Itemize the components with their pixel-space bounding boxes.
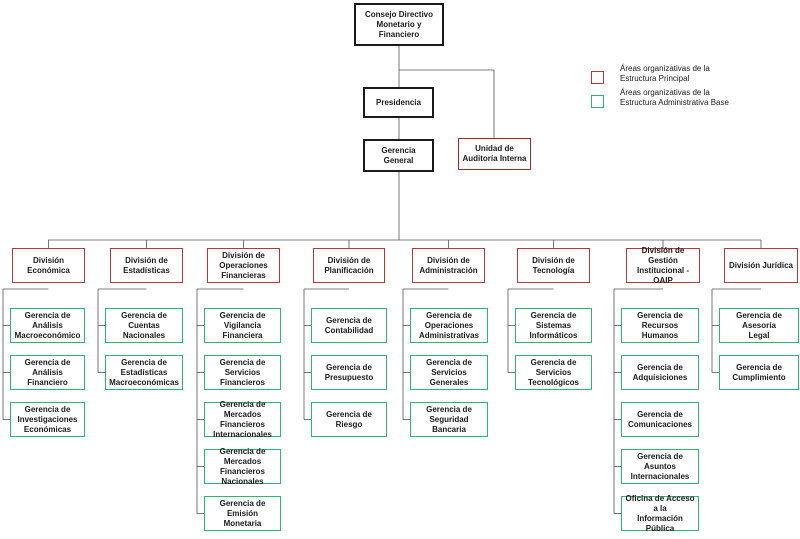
- unit-label: Gerencia de Seguridad Bancaria: [426, 404, 472, 434]
- unit-label: Gerencia de Estadísticas Macroeconómicas: [109, 357, 179, 387]
- unit-box: Gerencia de Recursos Humanos: [621, 308, 699, 343]
- unit-box: Gerencia de Adquisiciones: [621, 355, 699, 390]
- unit-label: Gerencia de Riesgo: [326, 409, 372, 429]
- unit-label: Gerencia de Asuntos Internacionales: [630, 451, 690, 481]
- division-label: División de Administración: [419, 255, 478, 275]
- auditoria-interna-box: Unidad de Auditoría Interna: [458, 138, 531, 170]
- gerencia-general-box: Gerencia General: [363, 139, 434, 172]
- unit-box: Gerencia de Análisis Macroeconómico: [10, 308, 85, 343]
- unit-label: Gerencia de Adquisiciones: [632, 362, 688, 382]
- division-box: División Jurídica: [724, 248, 798, 283]
- unit-box: Gerencia de Mercados Financieros Interna…: [204, 399, 281, 439]
- division-label: División de Planificación: [324, 255, 374, 275]
- unit-box: Gerencia de Sistemas Informáticos: [515, 308, 592, 343]
- division-label: División de Estadísticas: [123, 255, 170, 275]
- unit-box: Gerencia de Contabilidad: [311, 308, 387, 343]
- unit-box: Gerencia de Cuentas Nacionales: [105, 308, 183, 343]
- unit-label: Gerencia de Mercados Financieros Interna…: [213, 399, 272, 439]
- division-label: División Jurídica: [728, 260, 794, 270]
- unit-label: Gerencia de Análisis Financiero: [24, 357, 71, 387]
- unit-label: Gerencia de Presupuesto: [324, 362, 374, 382]
- division-box: División de Planificación: [313, 248, 385, 283]
- unit-box: Gerencia de Estadísticas Macroeconómicas: [105, 355, 183, 390]
- unit-label: Gerencia de Servicios Generales: [426, 357, 472, 387]
- unit-label: Gerencia de Mercados Financieros Naciona…: [219, 446, 266, 486]
- unit-label: Gerencia de Operaciones Administrativas: [418, 310, 480, 340]
- unit-box: Oficina de Acceso a la Información Públi…: [621, 493, 699, 533]
- division-label: División de Tecnología: [532, 255, 575, 275]
- auditoria-interna-label: Unidad de Auditoría Interna: [462, 144, 527, 163]
- division-box: División de Estadísticas: [110, 248, 183, 283]
- unit-box: Gerencia de Asesoría Legal: [719, 308, 799, 343]
- unit-box: Gerencia de Mercados Financieros Naciona…: [204, 446, 281, 486]
- division-box: División de Operaciones Financieras: [207, 248, 280, 283]
- unit-label: Gerencia de Contabilidad: [324, 315, 374, 335]
- division-label: División de Operaciones Financieras: [219, 250, 268, 280]
- division-label: División Económica: [27, 255, 70, 275]
- unit-label: Gerencia de Análisis Macroeconómico: [14, 310, 81, 340]
- consejo-directivo-box: Consejo Directivo Monetario y Financiero: [354, 3, 444, 46]
- unit-label: Gerencia de Cumplimiento: [732, 362, 786, 382]
- unit-box: Gerencia de Riesgo: [311, 402, 387, 437]
- division-box: División de Gestión Institucional - OAIP: [626, 245, 700, 285]
- unit-box: Gerencia de Vigilancia Financiera: [204, 308, 281, 343]
- unit-box: Gerencia de Seguridad Bancaria: [410, 402, 488, 437]
- unit-label: Oficina de Acceso a la Información Públi…: [625, 493, 695, 533]
- unit-box: Gerencia de Servicios Generales: [410, 355, 488, 390]
- consejo-directivo-label: Consejo Directivo Monetario y Financiero: [364, 9, 433, 39]
- unit-box: Gerencia de Análisis Financiero: [10, 355, 85, 390]
- unit-label: Gerencia de Investigaciones Económicas: [17, 404, 78, 434]
- presidencia-label: Presidencia: [376, 97, 421, 107]
- unit-label: Gerencia de Servicios Financieros: [219, 357, 266, 387]
- division-box: División de Tecnología: [517, 248, 590, 283]
- legend-principal-swatch: [591, 71, 604, 84]
- unit-box: Gerencia de Servicios Tecnológicos: [515, 355, 592, 390]
- unit-label: Gerencia de Comunicaciones: [627, 409, 692, 429]
- unit-box: Gerencia de Servicios Financieros: [204, 355, 281, 390]
- legend-base-label: Áreas organizativas de la Estructura Adm…: [620, 88, 729, 107]
- division-box: División de Administración: [412, 248, 485, 283]
- unit-box: Gerencia de Comunicaciones: [621, 402, 699, 437]
- unit-label: Gerencia de Recursos Humanos: [637, 310, 683, 340]
- unit-label: Gerencia de Vigilancia Financiera: [219, 310, 266, 340]
- unit-box: Gerencia de Investigaciones Económicas: [10, 402, 85, 437]
- legend-principal-label: Áreas organizativas de la Estructura Pri…: [620, 64, 710, 83]
- unit-box: Gerencia de Operaciones Administrativas: [410, 308, 488, 343]
- unit-box: Gerencia de Cumplimiento: [719, 355, 799, 390]
- unit-label: Gerencia de Emisión Monetaria: [219, 498, 266, 528]
- legend-base-swatch: [591, 95, 604, 108]
- unit-box: Gerencia de Asuntos Internacionales: [621, 449, 699, 484]
- division-box: División Económica: [12, 248, 85, 283]
- unit-label: Gerencia de Asesoría Legal: [736, 310, 782, 340]
- gerencia-general-label: Gerencia General: [381, 145, 416, 165]
- unit-label: Gerencia de Cuentas Nacionales: [121, 310, 167, 340]
- unit-label: Gerencia de Servicios Tecnológicos: [528, 357, 579, 387]
- unit-box: Gerencia de Emisión Monetaria: [204, 496, 281, 531]
- presidencia-box: Presidencia: [363, 87, 434, 118]
- unit-box: Gerencia de Presupuesto: [311, 355, 387, 390]
- unit-label: Gerencia de Sistemas Informáticos: [529, 310, 578, 340]
- division-label: División de Gestión Institucional - OAIP: [637, 245, 689, 285]
